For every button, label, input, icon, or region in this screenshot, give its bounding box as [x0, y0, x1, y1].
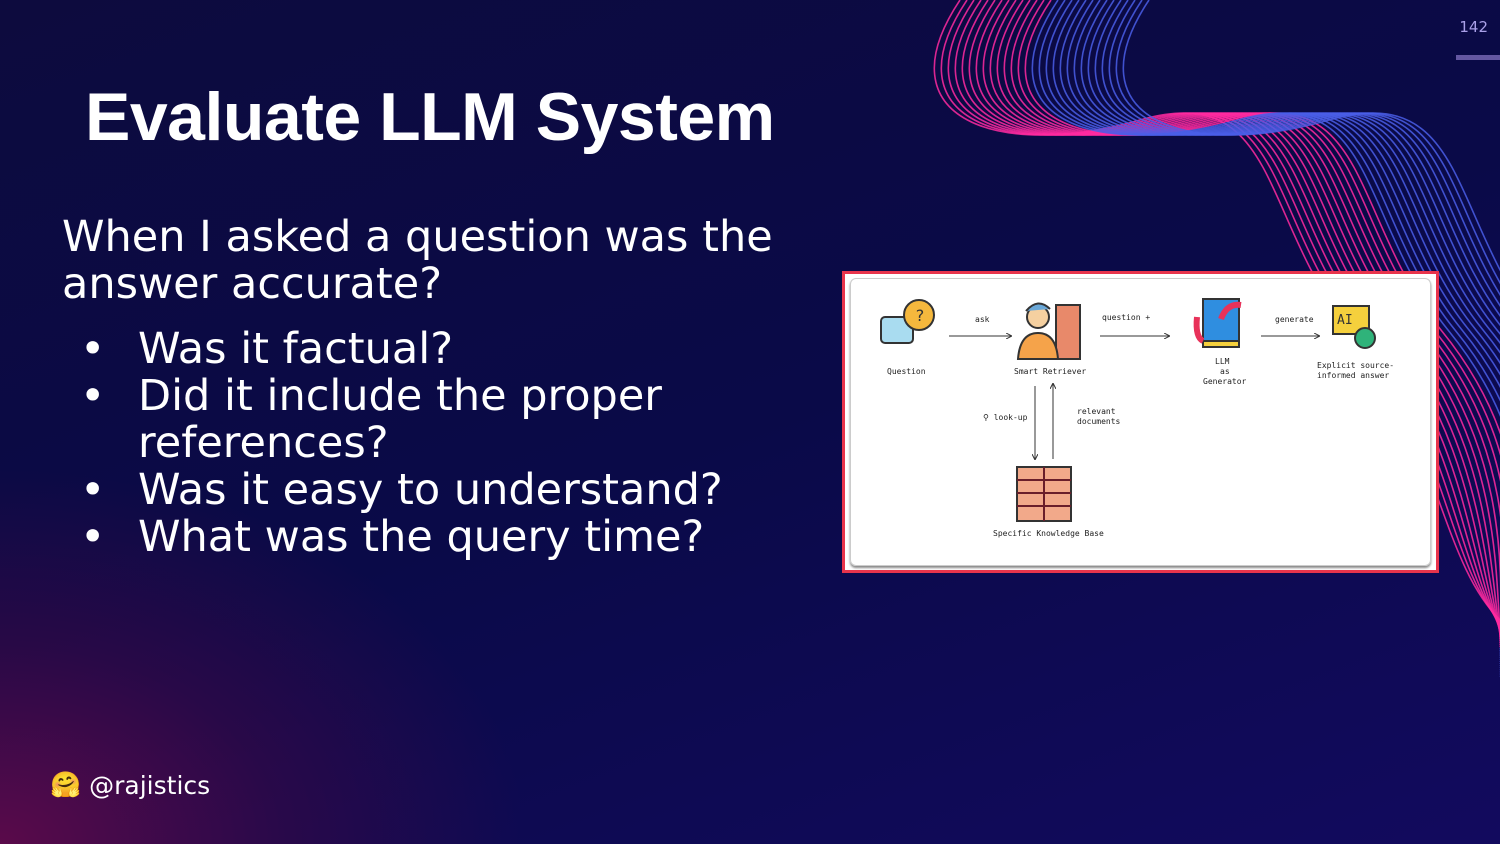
bullet-item: • What was the query time? [80, 514, 780, 561]
wave-line [1059, 0, 1500, 658]
bullet-text: What was the query time? [138, 512, 705, 562]
label-generator: Generator [1203, 377, 1247, 386]
label-knowledge-base: Specific Knowledge Base [993, 529, 1104, 538]
label-llm: LLM [1215, 357, 1230, 366]
wave-line [1038, 0, 1500, 652]
wave-line [1087, 0, 1500, 667]
bullet: • [80, 465, 106, 515]
wave-line [975, 0, 1500, 633]
wave-line [1073, 0, 1500, 662]
wave-line [1003, 0, 1500, 641]
label-ask: ask [975, 315, 990, 324]
label-generate: generate [1275, 315, 1314, 324]
bullet-list: • Was it factual? • Did it include the pro… [80, 326, 780, 561]
bullet: • [80, 324, 106, 374]
label-retriever: Smart Retriever [1014, 367, 1087, 376]
wave-line [1045, 0, 1500, 654]
wave-line [947, 0, 1500, 625]
wave-line [1031, 0, 1500, 650]
rag-diagram-image: ? AI Question ask Smart Retriever questi… [842, 271, 1439, 573]
wave-line [1080, 0, 1500, 665]
twitter-handle: @rajistics [89, 770, 211, 800]
slide-title: Evaluate LLM System [85, 79, 775, 155]
wave-line [961, 0, 1500, 629]
slide-number: 142 [1459, 18, 1488, 36]
bullet-item: • Did it include the proper references? [80, 373, 780, 467]
label-question-plus: question + [1102, 313, 1151, 322]
label-answer-line2: informed answer [1317, 371, 1390, 380]
bullet-item: • Was it factual? [80, 326, 780, 373]
llm-book-icon [1193, 298, 1242, 348]
smart-retriever-icon [1016, 302, 1081, 360]
intro-text: When I asked a question was the answer a… [62, 212, 773, 309]
hugging-face-icon: 🤗 [50, 770, 82, 799]
wave-line [968, 0, 1500, 631]
question-bubble-icon: ? [880, 299, 935, 344]
wave-line [1122, 0, 1500, 677]
svg-text:?: ? [915, 306, 925, 325]
label-lookup: ⚲ look-up [983, 413, 1028, 422]
bullet-text: Was it factual? [138, 324, 454, 374]
lookup-text: look-up [993, 413, 1028, 422]
wave-line [1094, 0, 1500, 669]
bullet-item: • Was it easy to understand? [80, 467, 780, 514]
label-as: as [1220, 367, 1230, 376]
wave-line [1101, 0, 1500, 671]
wave-line [982, 0, 1500, 635]
wave-line [1052, 0, 1500, 656]
label-answer-line1: Explicit source- [1317, 361, 1395, 370]
wave-line [1010, 0, 1500, 644]
wave-line [954, 0, 1500, 627]
progress-bar [1456, 55, 1500, 60]
wave-line [989, 0, 1500, 637]
label-question: Question [887, 367, 926, 376]
wave-line [996, 0, 1500, 639]
wave-line [1115, 0, 1500, 675]
answer-check-icon: AI [1332, 305, 1376, 349]
svg-text:AI: AI [1337, 313, 1353, 328]
relevant-text-2: documents [1077, 417, 1121, 426]
bullet: • [80, 371, 106, 421]
wave-line [1108, 0, 1500, 673]
arrows [949, 279, 1438, 573]
bullet-text: Did it include the proper references? [138, 371, 662, 468]
bullet: • [80, 512, 106, 562]
knowledge-base-icon [1016, 466, 1072, 522]
decorative-wave-lines [933, 0, 1500, 677]
relevant-text-1: relevant [1077, 407, 1116, 416]
wave-line [1017, 0, 1500, 646]
footer-handle: 🤗 @rajistics [50, 770, 210, 800]
wave-line [1024, 0, 1500, 648]
wave-line [1066, 0, 1500, 660]
bullet-text: Was it easy to understand? [138, 465, 723, 515]
